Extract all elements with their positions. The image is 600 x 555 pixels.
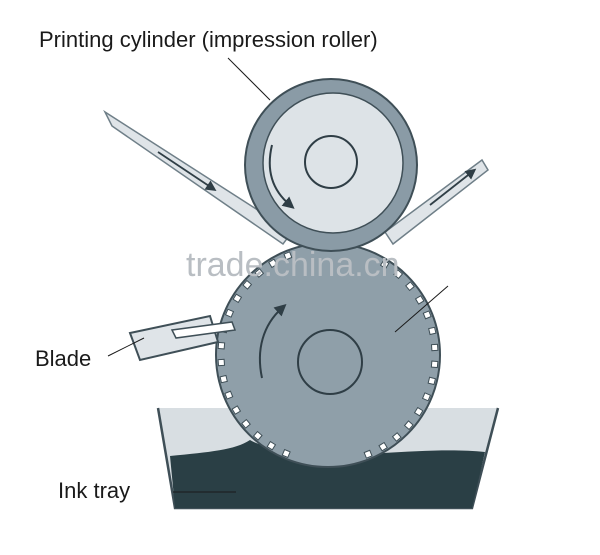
web-outgoing-arrow [429,168,477,206]
gravure-cell [254,268,265,278]
gravure-cell [242,279,253,290]
gravure-cell [232,293,243,304]
gravure-cell [405,281,415,292]
label-ink-tray: Ink tray [58,478,130,503]
gravure-cell [283,251,293,261]
gravure-cell [217,358,226,367]
leader-printing-cylinder [227,57,271,101]
printing-rotation-arrow [268,144,295,209]
gravure-cell [252,430,263,441]
doctor-blade [128,314,237,362]
watermark: trade.china.cn [186,246,400,284]
gravure-cell [430,360,439,369]
web-incoming-arrow [157,151,217,191]
gravure-cell [363,449,373,459]
printing-cylinder-inner [262,92,404,234]
leader-gravure-cylinder [394,285,449,333]
gravure-cell [281,448,291,459]
web-outgoing [383,158,489,246]
gravure-cell [391,432,402,442]
gravure-cell [428,326,437,336]
gravure-cell [393,269,404,280]
gravure-cell [421,392,432,402]
gravure-cell [268,258,278,269]
gravure-cell [224,390,234,400]
gravure-cell [414,295,425,305]
gravure-cell [379,259,390,270]
gravure-cell [266,440,277,451]
gravure-cell [427,376,437,386]
blade-edge [170,321,237,339]
gravure-cell [378,441,388,452]
ink-pool [170,440,485,508]
gravure-cell [224,308,235,318]
gravure-cell [413,406,424,417]
gravure-cells [217,251,439,459]
gravure-cell [422,310,432,320]
gravure-cell [241,418,251,429]
gravure-cylinder-hub [297,329,363,395]
gravure-rotation-arrow [258,303,287,379]
web-substrate [103,109,489,246]
label-blade: Blade [35,346,91,371]
gravure-cylinder [215,242,441,468]
gravure-cell [403,420,414,431]
gravure-cell [231,405,242,415]
label-printing-cylinder: Printing cylinder (impression roller) [39,27,378,52]
gravure-cell [430,343,439,352]
gravure-cell [217,341,226,350]
leader-blade [107,337,145,357]
printing-cylinder [244,78,418,252]
gravure-cell [219,374,228,384]
printing-cylinder-hub [304,135,358,189]
